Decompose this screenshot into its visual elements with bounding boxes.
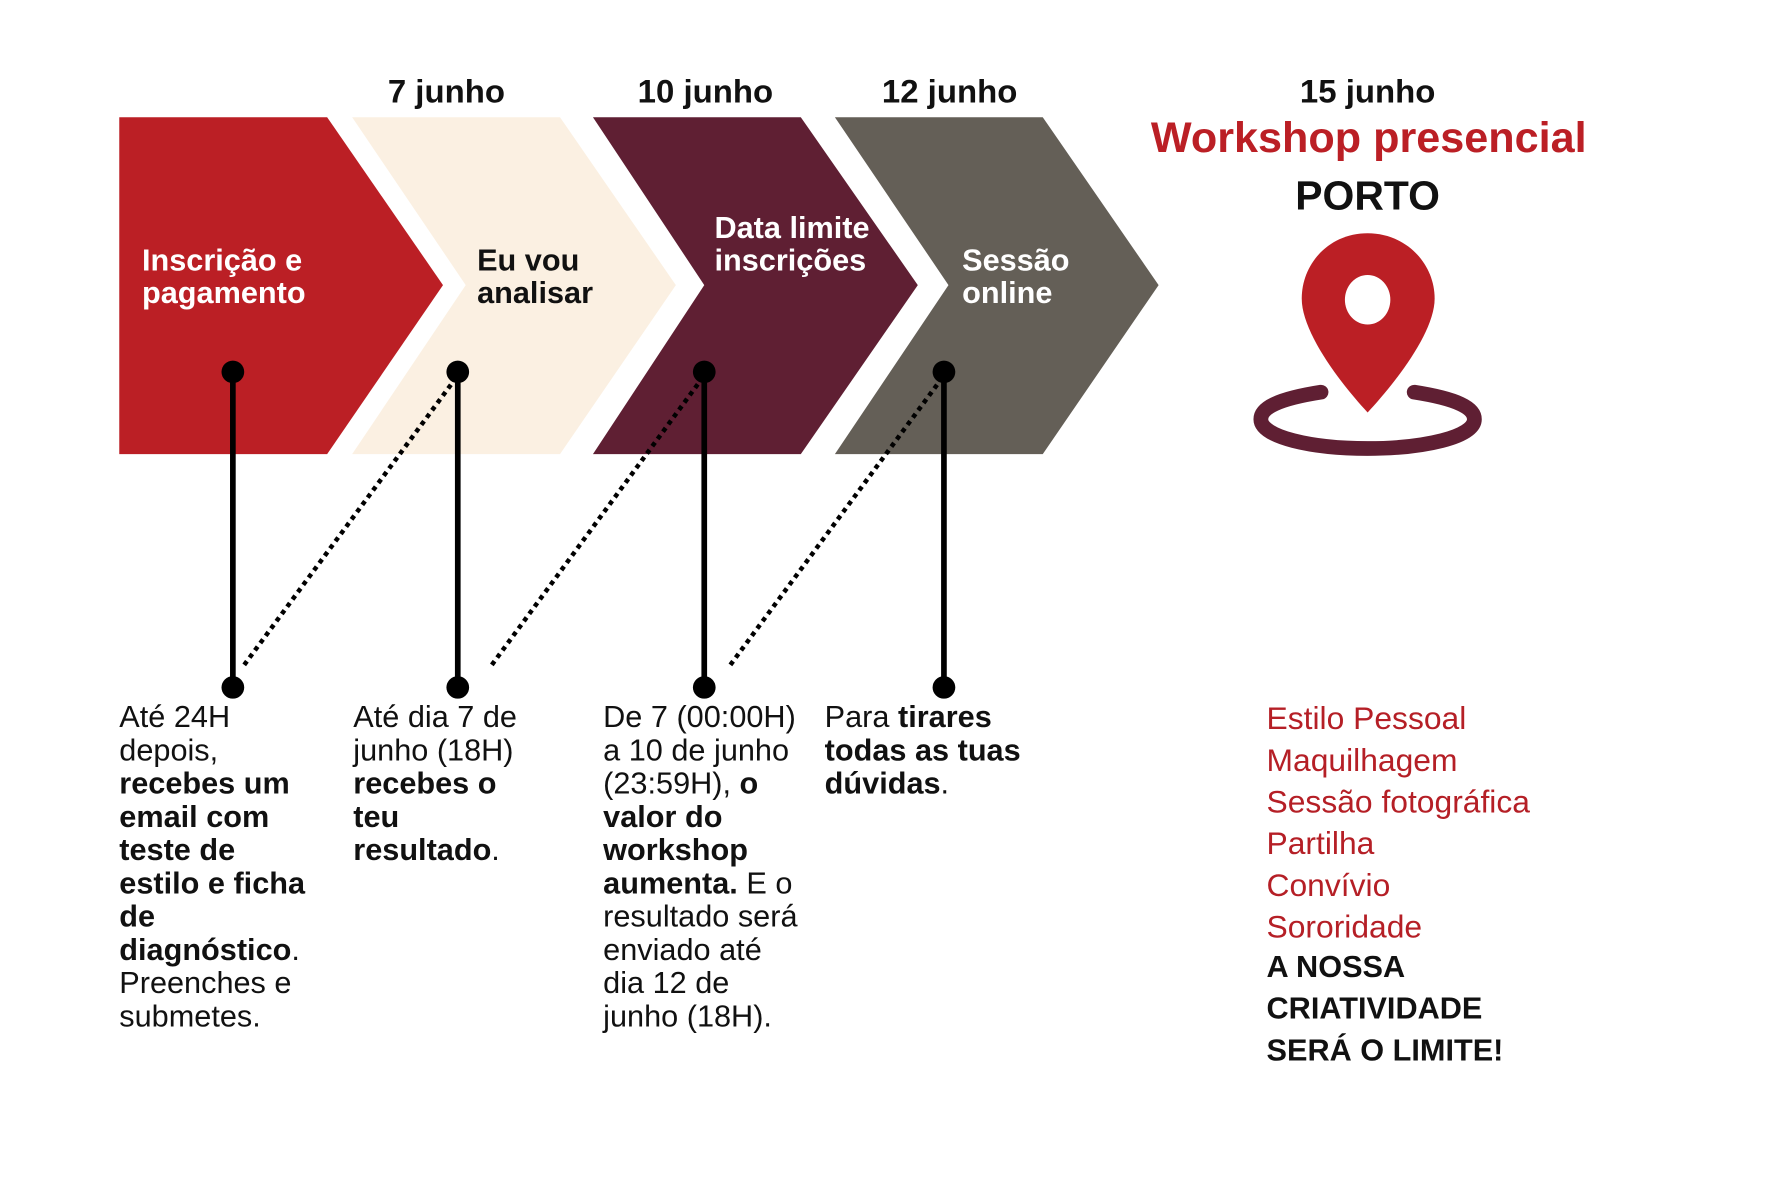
step-3-description: De 7 (00:00H) a 10 de junho (23:59H), o … (603, 699, 798, 1033)
slogan-line: CRIATIVIDADE (1266, 991, 1483, 1026)
dotted-connector-1 (242, 381, 454, 667)
slogan-line: SERÁ O LIMITE! (1266, 1033, 1504, 1068)
dotted-connector-3 (728, 381, 941, 667)
topic-item: Convívio (1266, 867, 1391, 903)
topic-item: Estilo Pessoal (1266, 700, 1467, 736)
step-1-description: Até 24H depois, recebes um email com tes… (119, 699, 306, 1033)
topic-item: Sessão fotográfica (1266, 784, 1530, 820)
step-2-label: Eu vou analisar (477, 243, 594, 310)
workshop-city: PORTO (1295, 172, 1440, 219)
topic-item: Sororidade (1266, 909, 1423, 945)
topic-item: Maquilhagem (1266, 742, 1458, 778)
final-date: 15 junho (1299, 74, 1436, 111)
dotted-connector-2 (490, 381, 701, 667)
slogan-line: A NOSSA (1266, 949, 1406, 984)
date-step-3: 10 junho (637, 74, 774, 111)
step-2-description: Até dia 7 de junho (18H) recebes o teu r… (353, 699, 517, 867)
step-4-label: Sessão online (962, 243, 1070, 310)
step-4-description: Para tirares todas as tuas dúvidas. (824, 699, 1021, 801)
chevron-step-4 (834, 117, 1159, 455)
location-pin-icon (1253, 233, 1482, 456)
chevron-step-2 (352, 117, 676, 455)
topic-item: Partilha (1266, 826, 1375, 861)
step-1-label: Inscrição e pagamento (141, 243, 306, 310)
slogan: A NOSSA CRIATIVIDADE SERÁ O LIMITE! (1267, 947, 1504, 1072)
workshop-title: Workshop presencial (1150, 114, 1587, 163)
date-step-2: 7 junho (387, 74, 505, 111)
chevron-step-1 (119, 117, 444, 455)
chevron-step-3 (592, 117, 918, 455)
workshop-topics: Estilo Pessoal Maquilhagem Sessão fotogr… (1267, 698, 1530, 948)
step-3-label: Data limite inscrições (714, 210, 870, 278)
date-step-4: 12 junho (881, 74, 1018, 111)
